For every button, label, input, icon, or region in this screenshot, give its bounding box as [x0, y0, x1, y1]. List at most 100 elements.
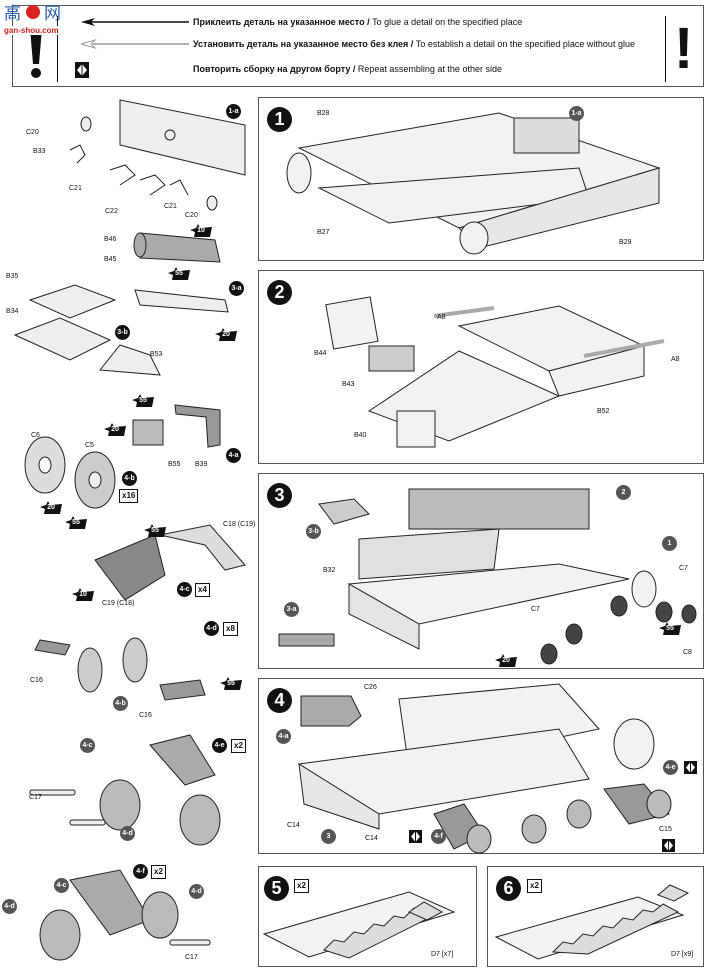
legend-repeat: Повторить сборку на другом борту / Repea…: [193, 64, 502, 74]
legend-glue: Приклеить деталь на указанное место / To…: [193, 17, 523, 27]
callout-4c-ref: 4-c: [54, 878, 69, 893]
paint-code-star: 10: [190, 224, 212, 237]
step-2-panel: 2 A8 B44 B43 A8 B52 B40: [258, 270, 704, 464]
part-label: B27: [317, 229, 330, 236]
divider: [57, 16, 58, 82]
callout-1a: 1-a: [226, 104, 241, 119]
callout-4a: 4-a: [226, 448, 241, 463]
multiplier-badge: x2: [151, 865, 166, 879]
legend-box: Приклеить деталь на указанное место / To…: [12, 5, 704, 87]
callout-4a-ref: 4-a: [276, 729, 291, 744]
paint-code-star: 55: [144, 524, 166, 537]
part-label: C22: [105, 208, 118, 215]
multiplier-badge: x4: [195, 583, 210, 597]
multiplier-badge: x2: [231, 739, 246, 753]
part-label: B53: [150, 351, 163, 358]
part-label: B35: [6, 273, 19, 280]
legend-no-glue: Установить деталь на указанное место без…: [193, 39, 635, 49]
part-label: B32: [323, 567, 336, 574]
paint-code-star: 20: [104, 423, 126, 436]
part-label: C17: [185, 954, 198, 961]
step-number: 3: [267, 483, 292, 508]
part-label: C16: [139, 712, 152, 719]
callout-4b: 4-b: [122, 471, 137, 486]
part-label: B33: [33, 148, 46, 155]
part-label: B39: [195, 461, 208, 468]
callout-4c: 4-c: [177, 582, 192, 597]
callout-4d-ref: 4-d: [120, 826, 135, 841]
part-label: C14: [287, 822, 300, 829]
step-number: 4: [267, 688, 292, 713]
callout-4d-ref: 4-d: [2, 899, 17, 914]
logo-mark-icon: 高 网: [4, 4, 61, 24]
mirror-diamond-icon: [662, 839, 675, 852]
callout-3b-ref: 3-b: [306, 524, 321, 539]
callout-4d-ref: 4-d: [189, 884, 204, 899]
callout-step3-ref: 3: [321, 829, 336, 844]
svg-text:高: 高: [4, 4, 21, 24]
multiplier-badge: x2: [294, 879, 309, 893]
callout-3b: 3-b: [115, 325, 130, 340]
callout-3a-ref: 3-a: [284, 602, 299, 617]
part-label: C6: [31, 432, 40, 439]
paint-code-star: 55: [132, 394, 154, 407]
part-label: C5: [85, 442, 94, 449]
part-label: B43: [342, 381, 355, 388]
part-label: B40: [354, 432, 367, 439]
part-label: B52: [597, 408, 610, 415]
callout-step1-ref: 1: [662, 536, 677, 551]
step-1-panel: 1 B28 B27 B29 1-a: [258, 97, 704, 261]
step-3-panel: 3 B32 C7 C7 C8 2 3-b 1 3-a 55 20: [258, 473, 704, 669]
part-label: C7: [531, 606, 540, 613]
mirror-diamond-icon: [75, 62, 89, 78]
step-1-hull-drawing: [286, 112, 661, 255]
paint-code-star: 20: [40, 501, 62, 514]
warning-exclamation-right: !: [674, 16, 694, 81]
step-5-track-drawing: [262, 891, 456, 959]
part-label: C16: [30, 677, 43, 684]
svg-text:网: 网: [44, 4, 61, 24]
multiplier-badge: x16: [119, 489, 139, 503]
step-number: 2: [267, 280, 292, 305]
step-3-hull-drawing: [278, 488, 697, 665]
solid-arrow-icon: [81, 18, 189, 26]
part-label: C15: [659, 826, 672, 833]
step-5-panel: 5 x2 D7 [x7]: [258, 866, 477, 967]
part-label: C21: [69, 185, 82, 192]
warning-exclamation-left-icon: [30, 28, 42, 78]
part-label: B44: [314, 350, 327, 357]
part-label: B45: [104, 256, 117, 263]
callout-4e: 4-e: [212, 738, 227, 753]
step-number: 5: [264, 876, 289, 901]
paint-code-star: 55: [65, 516, 87, 529]
divider: [665, 16, 666, 82]
part-label: C14: [365, 835, 378, 842]
callout-4e-ref: 4-e: [663, 760, 678, 775]
step-6-track-drawing: [494, 884, 690, 960]
part-label: B55: [168, 461, 181, 468]
part-label: C19 (C18): [102, 600, 135, 607]
watermark-logo: 高 网 gan-shou.com: [2, 2, 64, 36]
callout-4f-ref: 4-f: [431, 829, 446, 844]
paint-code-star: 55: [220, 677, 242, 690]
multiplier-badge: x2: [527, 879, 542, 893]
part-label: C7: [679, 565, 688, 572]
part-label: C20: [185, 212, 198, 219]
part-label: C20: [26, 129, 39, 136]
callout-step2-ref: 2: [616, 485, 631, 500]
step-6-panel: 6 x2 D7 [x9]: [487, 866, 704, 967]
paint-code-star: 55: [659, 622, 681, 635]
callout-4d: 4-d: [204, 621, 219, 636]
step-4-panel: 4 C26 C14 C14 C15 4-a 4-e 3 4-f: [258, 678, 704, 854]
step-2-hull-drawing: [325, 296, 665, 448]
multiplier-badge: x8: [223, 622, 238, 636]
part-label: B46: [104, 236, 117, 243]
step-number: 6: [496, 876, 521, 901]
part-label: D7 [x7]: [431, 951, 454, 958]
part-label: C21: [164, 203, 177, 210]
paint-code-star: 55: [168, 267, 190, 280]
mirror-diamond-icon: [409, 830, 422, 843]
logo-site: gan-shou.com: [4, 26, 59, 35]
part-label: C26: [364, 684, 377, 691]
part-label: C8: [683, 649, 692, 656]
